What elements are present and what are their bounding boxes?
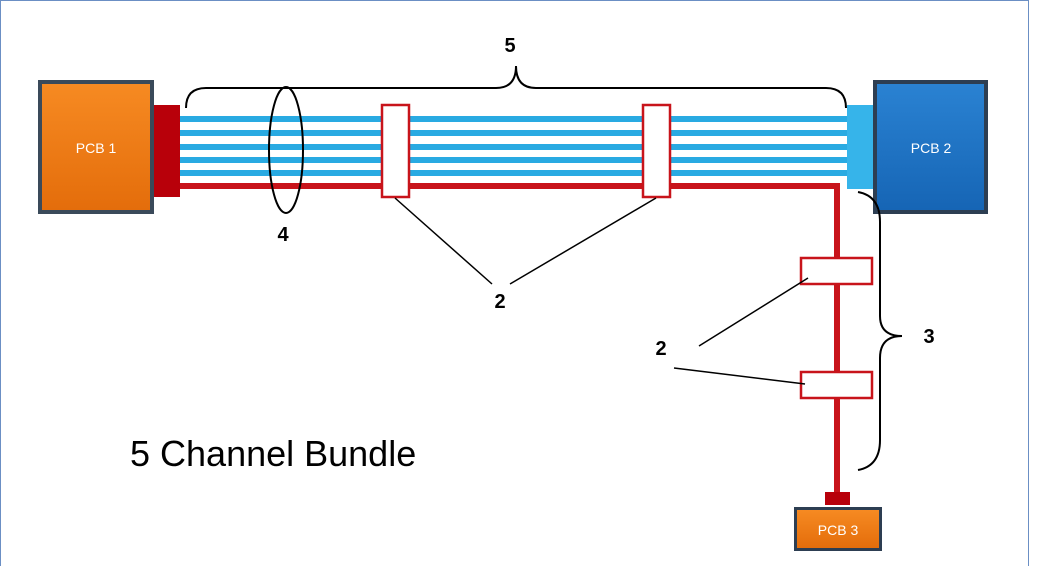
right-brace [857,191,903,471]
clip-top-2 [641,103,672,199]
clip-vertical-1 [799,256,874,286]
pcb-2-label: PCB 2 [911,140,952,156]
leader-line-clip-vertical-1 [698,277,809,347]
callout-clips-top: 2 [494,291,505,313]
clip-top-1 [380,103,411,199]
pcb-1-connector [154,105,180,197]
callout-vertical-span: 3 [923,326,934,348]
clip-vertical-2 [799,370,874,400]
blue-cables [180,116,847,176]
pcb-2: PCB 2 [873,80,988,214]
pcb-3: PCB 3 [794,507,882,551]
diagram-title: 5 Channel Bundle [130,433,416,474]
leader-line-clip-top-2 [509,197,657,285]
callout-bundle-span: 5 [504,35,515,57]
leader-line-clip-top-1 [394,197,493,285]
top-brace [185,65,847,109]
callout-loop: 4 [277,224,289,246]
pcb-1: PCB 1 [38,80,154,214]
pcb-3-label: PCB 3 [818,522,859,538]
pcb-1-label: PCB 1 [76,140,117,156]
pcb-2-connector [847,105,873,189]
leader-line-clip-vertical-2 [673,367,806,385]
pcb-3-connector [825,492,850,505]
callout-clips-vertical: 2 [655,338,666,360]
